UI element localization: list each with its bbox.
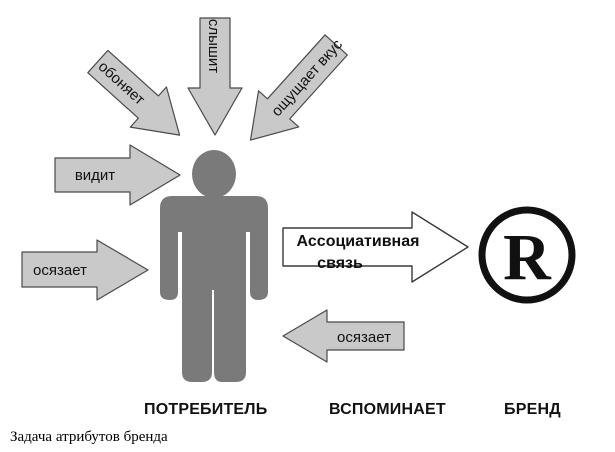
association-arrow: Ассоциативная связь <box>282 211 469 283</box>
smells-arrow: обоняет <box>87 49 181 136</box>
touches-label: осязает <box>33 262 87 279</box>
brand-symbol: R <box>503 221 552 294</box>
brand-label: БРЕНД <box>504 401 561 418</box>
touches-return-arrow: осязает <box>282 309 405 363</box>
person-head <box>192 150 236 198</box>
sees-arrow: видит <box>54 144 181 206</box>
figure-caption: Задача атрибутов бренда <box>10 429 168 445</box>
sees-label: видит <box>75 167 115 184</box>
tastes-arrow: ощущает вкус <box>249 34 348 141</box>
hears-arrow: слышит <box>187 17 243 136</box>
consumer-label: ПОТРЕБИТЕЛЬ <box>144 401 268 418</box>
hears-label: слышит <box>205 19 222 73</box>
person-body <box>160 196 268 382</box>
registered-trademark-icon: R <box>478 206 576 304</box>
remembers-label: ВСПОМИНАЕТ <box>329 401 446 418</box>
association-line1: Ассоциативная <box>297 233 420 250</box>
association-line2: связь <box>317 255 363 272</box>
tastes-label: ощущает вкус <box>268 36 346 120</box>
touches-return-label: осязает <box>337 329 391 346</box>
touches-arrow: осязает <box>21 239 149 301</box>
consumer-figure <box>160 150 268 382</box>
